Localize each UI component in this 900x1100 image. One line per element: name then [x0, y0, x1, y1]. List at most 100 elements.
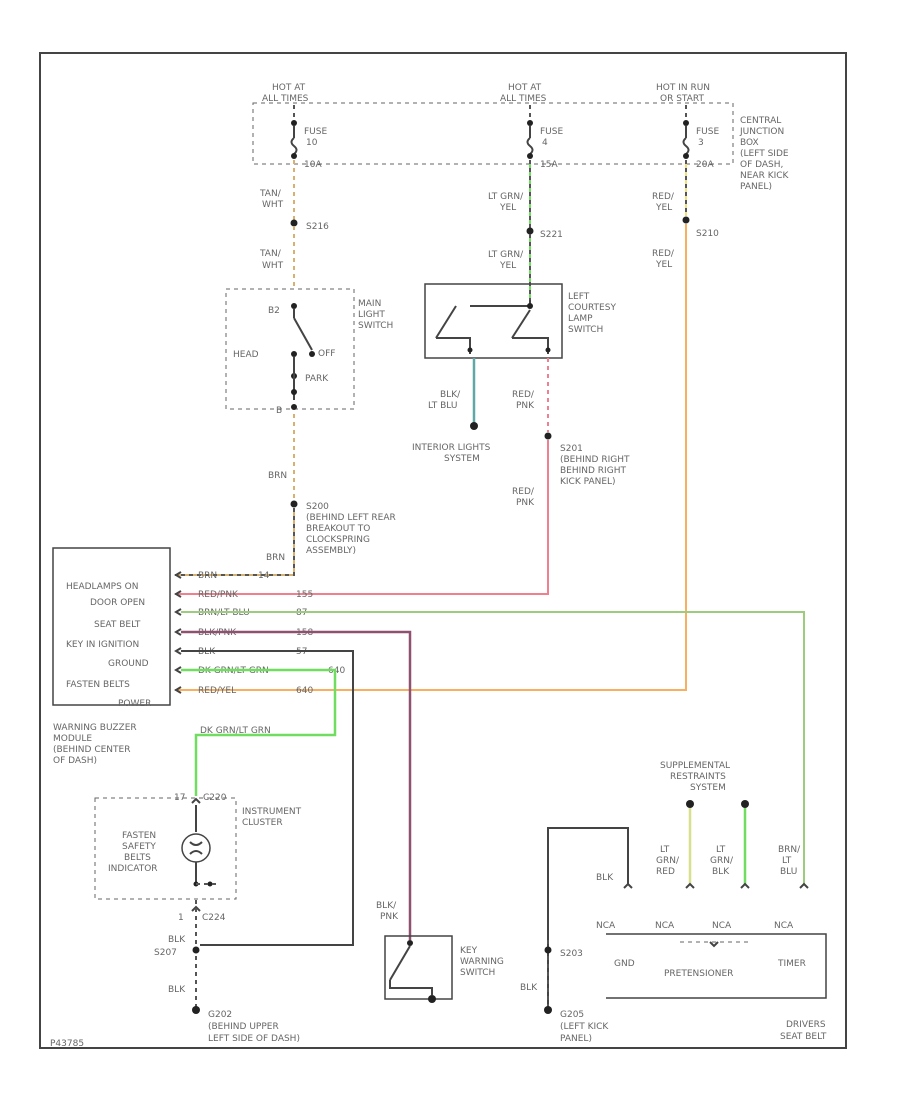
main-light-switch	[225, 288, 355, 410]
footer-code: P43785	[50, 1039, 84, 1049]
wire-lt-grn-yel-label-2b: YEL	[499, 261, 516, 271]
pin-door-open: DOOR OPEN	[90, 598, 145, 608]
ground-g205-desc-2: PANEL)	[560, 1034, 592, 1044]
module-name-2: MODULE	[53, 734, 92, 744]
wire-blk-lt-blu-label: BLK/	[440, 390, 461, 400]
cluster-conn-code: C220	[203, 793, 227, 803]
wire-blk-pretensioner	[547, 827, 629, 1008]
cjb-label-2: JUNCTION	[739, 127, 784, 137]
fuse-3-label: FUSE	[696, 127, 719, 137]
splice-s201-desc-3: KICK PANEL)	[560, 477, 616, 487]
ground-g202-desc-1: (BEHIND UPPER	[208, 1022, 279, 1032]
interior-lights-label-2: SYSTEM	[444, 454, 480, 464]
wire-blk-lt-blu-label-b: LT BLU	[428, 401, 457, 411]
key-warning-ground	[428, 995, 436, 1003]
srs-node-1	[686, 800, 694, 808]
wire-blk-label-4: BLK	[520, 983, 538, 993]
fuse-3-number: 3	[698, 138, 704, 148]
wire-lt-grn-red-label-2: GRN/	[656, 856, 680, 866]
wire-red-yel-to-module	[175, 224, 687, 691]
wire-brn-lt-blu-label-2: LT	[782, 856, 792, 866]
splice-s203-label: S203	[560, 949, 583, 959]
ground-g202-desc-2: LEFT SIDE OF DASH)	[208, 1034, 300, 1044]
ground-g202	[192, 1006, 200, 1014]
srs-label-2: RESTRAINTS	[670, 772, 726, 782]
wire-brn-lt-blu-label-3: BLU	[780, 867, 797, 877]
wire-tan-wht-label-2b: WHT	[262, 261, 284, 271]
fuse-3-hot-label-2: OR START	[660, 94, 704, 104]
fuse-10-number: 10	[306, 138, 318, 148]
switch-b-label: B	[276, 406, 282, 416]
wire-red-yel-label-1b: YEL	[655, 203, 672, 213]
pretensioner-name: PRETENSIONER	[664, 969, 733, 979]
key-warning-label-2: WARNING	[460, 957, 504, 967]
switch-head-label: HEAD	[233, 350, 259, 360]
indicator-label-1: FASTEN	[122, 831, 156, 841]
splice-s221	[526, 227, 534, 235]
wire-blk-label-1: BLK	[168, 935, 186, 945]
wire-tan-wht-label-1: TAN/	[259, 189, 282, 199]
pretensioner-timer: TIMER	[777, 959, 806, 969]
fasten-belts-lamp	[181, 833, 211, 863]
splice-s221-label: S221	[540, 230, 563, 240]
wire-lt-grn-blk-label-1: LT	[716, 845, 726, 855]
fuse-3-hot-label: HOT IN RUN	[656, 83, 710, 93]
splice-s203	[544, 946, 552, 954]
circuit-640b: 640	[296, 686, 313, 696]
fuse-4-group: HOT AT ALL TIMES FUSE 4 15A	[500, 83, 563, 170]
interior-lights-node	[470, 422, 478, 430]
fuse-10-hot-label-2: ALL TIMES	[262, 94, 309, 104]
cluster-label-2: CLUSTER	[242, 818, 283, 828]
courtesy-switch-label-3: LAMP	[568, 314, 593, 324]
cluster-conn-top: 17	[174, 793, 185, 803]
main-light-switch-label-1: MAIN	[358, 299, 381, 309]
nca-label-2: NCA	[655, 921, 675, 931]
drivers-seat-belt-1: DRIVERS	[786, 1020, 826, 1030]
splice-s200	[290, 500, 298, 508]
wire-brn-lt-blu	[181, 611, 805, 885]
main-light-switch-label-3: SWITCH	[358, 321, 393, 331]
wire-lt-grn-blk-label-3: BLK	[712, 867, 730, 877]
fuse-10-group: HOT AT ALL TIMES FUSE 10 10A	[262, 83, 327, 170]
fuse-3-rating: 20A	[696, 160, 714, 170]
cluster-conn-bottom-code: C224	[202, 913, 226, 923]
wire-brn-label-2: BRN	[266, 553, 285, 563]
ground-g205	[544, 1006, 552, 1014]
ground-g205-label: G205	[560, 1010, 584, 1020]
splice-s210	[682, 216, 690, 224]
splice-s200-label: S200	[306, 502, 329, 512]
wire-brn-lt-blu-label-1: BRN/	[778, 845, 801, 855]
fuse-10-label: FUSE	[304, 127, 327, 137]
wire-blk-pnk-label-b: PNK	[380, 912, 399, 922]
cjb-label-7: PANEL)	[740, 182, 772, 192]
wire-red-pnk-label-1: RED/	[512, 390, 535, 400]
wire-red-pnk-to-module	[175, 440, 549, 595]
courtesy-switch-label-1: LEFT	[568, 292, 590, 302]
splice-s207-label: S207	[154, 948, 177, 958]
srs-label-3: SYSTEM	[690, 783, 726, 793]
cluster-wire-label: DK GRN/LT GRN	[200, 726, 271, 736]
indicator-label-3: BELTS	[124, 853, 151, 863]
courtesy-switch-label-2: COURTESY	[568, 303, 616, 313]
pretensioner-gnd: GND	[614, 959, 635, 969]
cjb-label-3: BOX	[740, 138, 759, 148]
splice-s201	[544, 432, 552, 440]
splice-s207	[192, 946, 200, 954]
splice-s200-desc-1: (BEHIND LEFT REAR	[306, 513, 396, 523]
module-wire-label-red-pnk: RED/PNK	[198, 590, 239, 600]
ground-g205-desc-1: (LEFT KICK	[560, 1022, 609, 1032]
splice-s201-desc-2: BEHIND RIGHT	[560, 466, 626, 476]
srs-label-1: SUPPLEMENTAL	[660, 761, 730, 771]
wire-blk-module-ground	[181, 650, 354, 946]
left-courtesy-lamp-switch	[424, 283, 563, 359]
main-light-switch-label-2: LIGHT	[358, 310, 385, 320]
splice-s201-label: S201	[560, 444, 583, 454]
key-warning-label-3: SWITCH	[460, 968, 495, 978]
wire-red-pnk-label-1b: PNK	[516, 401, 535, 411]
courtesy-switch-blade-1	[435, 305, 457, 339]
drivers-seat-belt-2: SEAT BELT	[780, 1032, 827, 1042]
pin-power: POWER	[118, 699, 151, 709]
circuit-155: 155	[296, 590, 313, 600]
nca-label-3: NCA	[712, 921, 732, 931]
